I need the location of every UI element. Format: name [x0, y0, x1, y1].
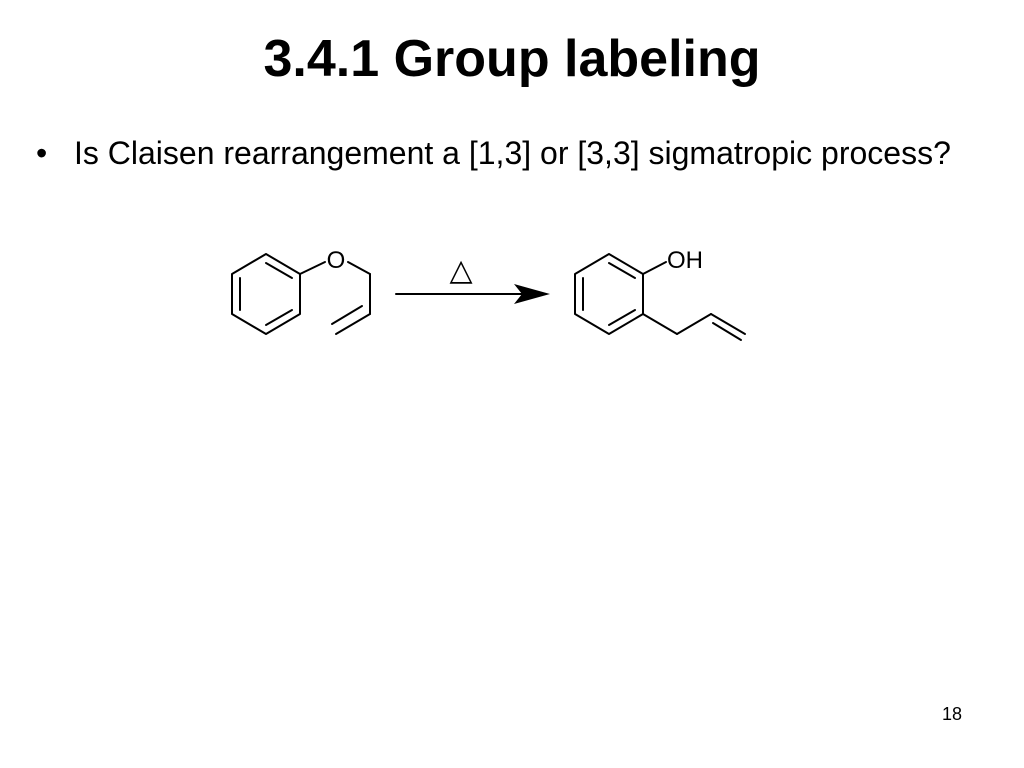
reactant-ring-double-bond [265, 262, 293, 279]
page-number: 18 [941, 704, 962, 724]
reactant-o-ch2-bond [347, 261, 371, 275]
product-ring-double-bond [608, 309, 636, 326]
reactant-allyl-phenyl-ether [231, 253, 371, 335]
reactant-ch-ch2-bond [335, 313, 371, 335]
bullet-item: • Is Claisen rearrangement a [1,3] or [3… [30, 120, 970, 187]
product-alkene-double-bond [712, 322, 742, 341]
product-c-oh-bond [642, 261, 667, 275]
product-ch-ch2-bond [710, 313, 746, 335]
bullet-text: Is Claisen rearrangement a [1,3] or [3,3… [74, 135, 951, 171]
reactant-alkene-double-bond [331, 305, 363, 325]
reactant-ring-double-bond [265, 309, 293, 326]
bullet-dot: • [36, 135, 48, 171]
product-ring-ch2-bond [642, 313, 678, 335]
reaction-arrow-head [514, 284, 550, 304]
product-hydroxyl-label: OH [667, 247, 703, 274]
product-ring-double-bond [608, 262, 636, 279]
reactant-c-o-bond [299, 261, 326, 275]
heat-condition-symbol: △ [449, 253, 472, 288]
reactant-oxygen-label: O [327, 247, 346, 274]
product-benzene-ring [574, 253, 644, 335]
reactant-benzene-ring [231, 253, 301, 335]
product-2-allylphenol [574, 253, 746, 341]
bullet-list: • Is Claisen rearrangement a [1,3] or [3… [30, 120, 970, 187]
slide-title: 3.4.1 Group labeling [263, 30, 761, 88]
product-ch2-ch-bond [676, 313, 712, 335]
